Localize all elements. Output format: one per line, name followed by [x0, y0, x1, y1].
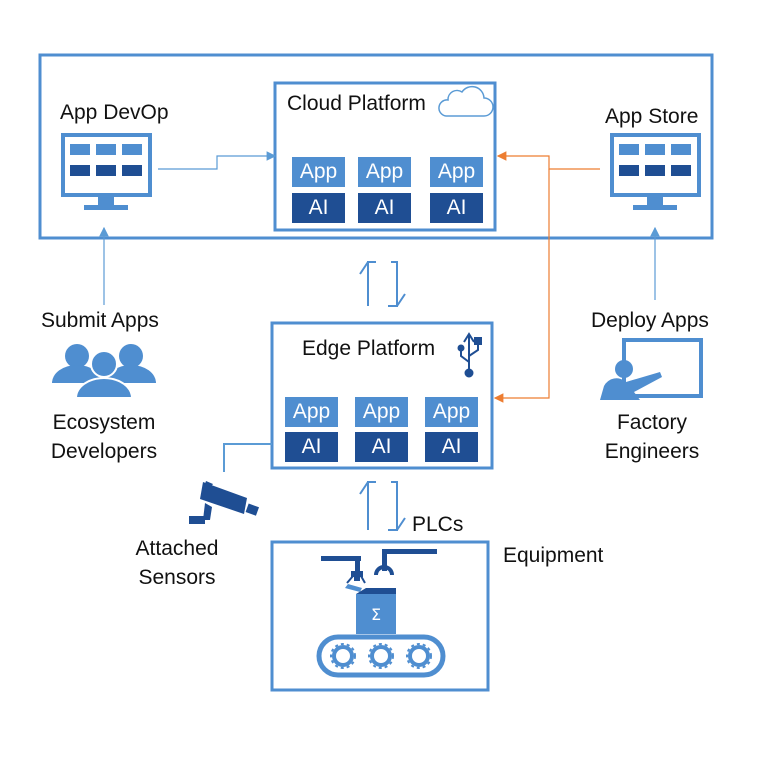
app-devop-label: App DevOp: [60, 101, 169, 124]
deploy-apps-label: Deploy Apps: [591, 309, 709, 332]
ecosystem-developers-label: Ecosystem Developers: [44, 408, 164, 467]
usb-icon: [457, 332, 482, 378]
cloud-app-tile: App: [292, 157, 345, 187]
factory-conveyor-icon: Σ: [316, 549, 446, 678]
cloud-icon: [438, 85, 494, 117]
cloud-app-tile: App: [430, 157, 483, 187]
app-store-label: App Store: [605, 105, 699, 128]
ecosystem-line1: Ecosystem: [52, 411, 156, 434]
attached-sensors-label: Attached Sensors: [122, 534, 232, 593]
edge-app-tile: App: [425, 397, 478, 427]
submit-apps-label: Submit Apps: [41, 309, 159, 332]
plcs-label: PLCs: [412, 513, 464, 536]
factory-line2: Engineers: [604, 440, 700, 464]
sensor-connector: [223, 443, 272, 472]
edge-app-tile: App: [355, 397, 408, 427]
edge-app-tile: App: [285, 397, 338, 427]
devop-to-cloud-connector: [158, 151, 277, 170]
cloud-platform-title: Cloud Platform: [287, 92, 426, 115]
store-to-cloud-connector: [496, 151, 600, 170]
edge-ai-tile: AI: [425, 432, 478, 462]
equipment-label: Equipment: [503, 544, 604, 567]
attached-line1: Attached: [135, 537, 219, 560]
edge-ai-tile: AI: [355, 432, 408, 462]
equipment-box: [270, 540, 490, 692]
store-to-edge-connector: [493, 169, 550, 403]
monitor-icon: [61, 133, 152, 210]
users-icon: [52, 344, 156, 399]
edge-platform-box: [270, 321, 494, 470]
camera-icon: [189, 481, 260, 524]
presenter-icon: [600, 338, 703, 400]
cloud-ai-tile: AI: [358, 193, 411, 223]
attached-line2: Sensors: [138, 566, 216, 590]
sync-arrows-icon: [359, 261, 406, 307]
top-container: [38, 53, 714, 240]
cloud-ai-tile: AI: [292, 193, 345, 223]
monitor-icon: [610, 133, 701, 210]
factory-engineers-label: Factory Engineers: [592, 408, 712, 467]
cloud-ai-tile: AI: [430, 193, 483, 223]
edge-ai-tile: AI: [285, 432, 338, 462]
factory-line1: Factory: [616, 411, 687, 434]
cloud-app-tile: App: [358, 157, 411, 187]
svg-text:Σ: Σ: [371, 605, 381, 624]
sync-arrows-icon: [359, 481, 406, 531]
ecosystem-line2: Developers: [50, 440, 158, 464]
edge-platform-title: Edge Platform: [302, 337, 436, 360]
